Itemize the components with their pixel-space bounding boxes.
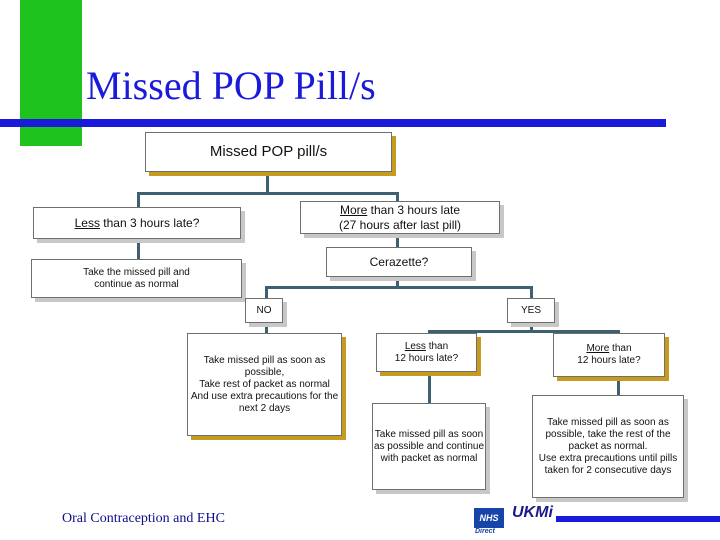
- connector-cerazette-down: [396, 276, 399, 288]
- node-missed-pop-pills: Missed POP pill/s: [145, 132, 392, 172]
- footer-text: Oral Contraception and EHC: [62, 511, 225, 526]
- node-take-missed-continue: Take the missed pill and continue as nor…: [31, 259, 242, 298]
- connector-more12-down: [617, 376, 620, 396]
- connector-to-less3: [137, 192, 140, 208]
- title-underline-bar: [0, 119, 666, 127]
- node-less12-action: Take missed pill as soon as possible and…: [372, 403, 486, 490]
- connector-yes-down: [530, 322, 533, 332]
- ukmi-logo: UKMi: [512, 504, 553, 521]
- connector-to-less12: [428, 330, 431, 334]
- nhs-direct-logo-text: Direct: [475, 528, 495, 535]
- slide-title: Missed POP Pill/s: [86, 63, 376, 108]
- footer-blue-bar: [556, 516, 720, 522]
- node-more-than-12-hours: More than 12 hours late?: [553, 333, 665, 377]
- connector-less3-to-take: [137, 238, 140, 260]
- connector-to-more3: [396, 192, 399, 202]
- node-no-action: Take missed pill as soon as possible, Ta…: [187, 333, 342, 436]
- node-more-than-3-hours: More than 3 hours late (27 hours after l…: [300, 201, 500, 234]
- connector-top-horizontal: [137, 192, 398, 195]
- connector-yes-horizontal: [428, 330, 620, 333]
- connector-to-more12: [617, 330, 620, 334]
- connector-no-down: [265, 322, 268, 334]
- connector-to-no: [265, 286, 268, 299]
- connector-less12-down: [428, 371, 431, 404]
- connector-more3-to-cerazette: [396, 232, 399, 248]
- connector-cerazette-horizontal: [265, 286, 533, 289]
- node-more12-action: Take missed pill as soon as possible, ta…: [532, 395, 684, 498]
- node-less-than-12-hours: Less than 12 hours late?: [376, 333, 477, 372]
- nhs-logo: NHS: [474, 508, 504, 528]
- connector-to-yes: [530, 286, 533, 299]
- node-cerazette: Cerazette?: [326, 247, 472, 277]
- node-less-than-3-hours: Less than 3 hours late?: [33, 207, 241, 239]
- node-yes: YES: [507, 298, 555, 323]
- connector-root-down: [266, 172, 269, 194]
- less3-underlined: Less: [74, 215, 100, 230]
- node-no: NO: [245, 298, 283, 323]
